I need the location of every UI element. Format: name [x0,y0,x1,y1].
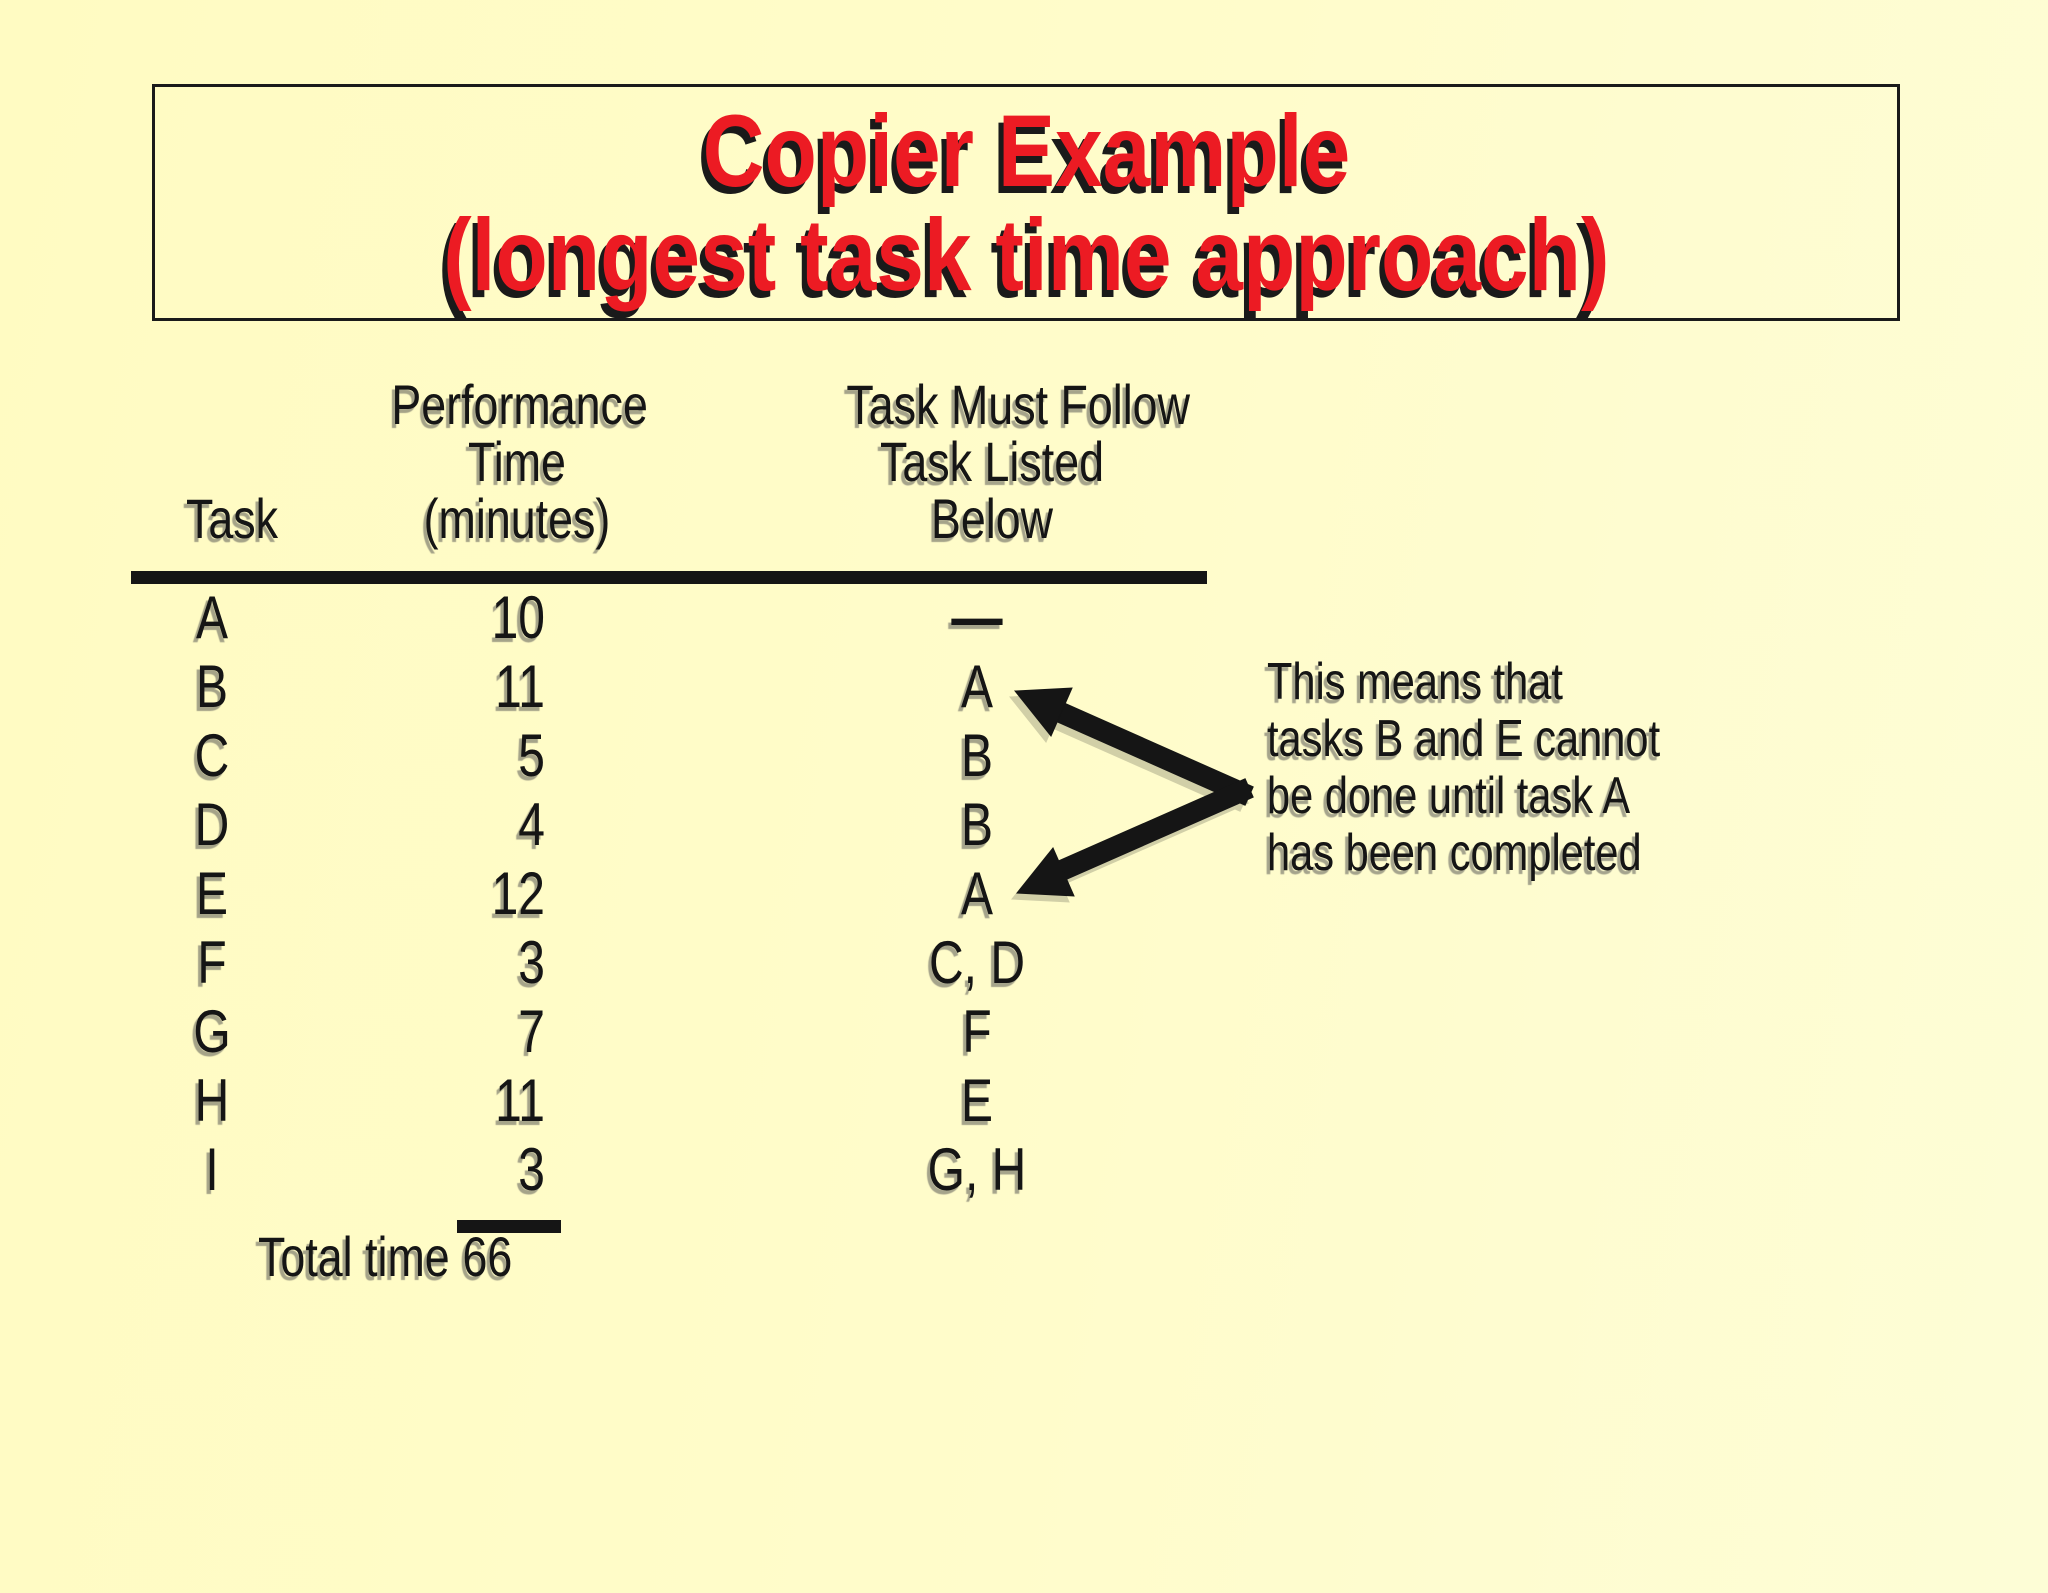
slide-title-line1: Copier Example [702,93,1350,208]
col-header-task: Task [185,487,279,550]
slide-title-line2: (longest task time approach) [442,197,1610,312]
col-header-follows-line: Below [930,487,1054,550]
annotation-line: be done until task A [1267,767,1631,825]
follows-cell: E [960,1067,994,1134]
task-cell: C [194,722,230,789]
annotation-note: This means that tasks B and E cannot be … [1267,654,1660,882]
follows-cell: F [962,998,992,1065]
follows-cell: — [951,581,1003,653]
time-cell: 3 [518,929,545,996]
follows-cell: B [960,791,994,858]
annotation-line: tasks B and E cannot [1267,710,1661,768]
time-cell: 3 [518,1136,545,1203]
col-header-time-line: (minutes) [423,487,611,550]
column-task: A B C D E F G H I [148,583,276,1204]
time-cell: 7 [518,998,545,1065]
follows-cell: G, H [927,1136,1027,1203]
column-performance-time: 10 11 5 4 12 3 7 11 3 [349,583,545,1204]
col-header-time: Performance Time (minutes) [391,373,648,550]
task-cell: D [194,791,230,858]
task-cell: H [194,1067,230,1134]
time-cell: 12 [491,860,545,927]
header-rule [131,571,1207,584]
task-cell: E [195,860,229,927]
annotation-line: This means that [1267,653,1563,711]
follows-cell: A [960,653,994,720]
annotation-line: has been completed [1267,824,1642,882]
total-overline [457,1220,561,1233]
task-cell: A [195,584,229,651]
follows-cell: A [960,860,994,927]
time-cell: 10 [491,584,545,651]
total-time-value: 66 [462,1225,513,1288]
col-header-time-line: Performance [391,373,648,436]
col-header-time-line: Time [468,430,566,493]
total-time-label: Total time [258,1225,450,1288]
follows-cell: B [960,722,994,789]
title-box: Copier Example (longest task time approa… [152,84,1900,321]
time-cell: 4 [518,791,545,858]
column-must-follow: — A B B A C, D F E G, H [853,583,1101,1204]
col-header-follows-line: Task Must Follow [846,373,1190,436]
task-cell: F [197,929,227,996]
task-cell: G [193,998,231,1065]
task-cell: B [195,653,229,720]
time-cell: 11 [495,1067,545,1134]
task-cell: I [205,1136,219,1203]
time-cell: 5 [518,722,545,789]
follows-cell: C, D [929,929,1025,996]
col-header-follows: Task Must Follow Task Listed Below [846,373,1190,550]
col-header-follows-line: Task Listed [879,430,1105,493]
time-cell: 11 [495,653,545,720]
